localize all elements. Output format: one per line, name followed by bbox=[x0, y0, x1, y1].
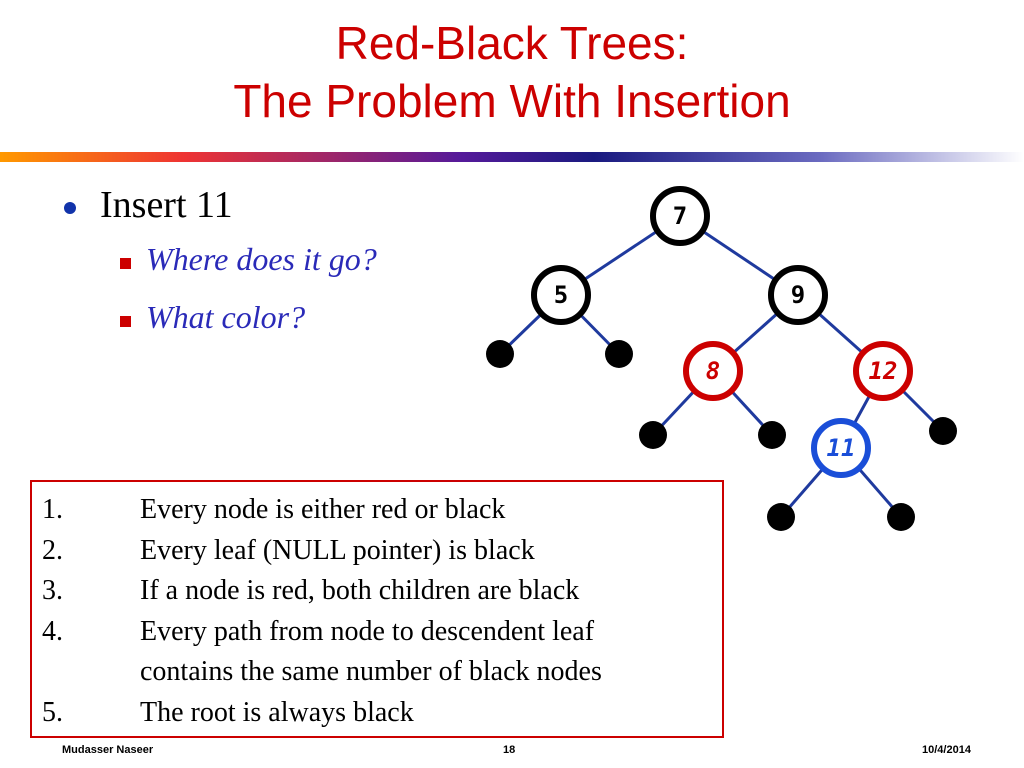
property-1-text: Every node is either red or black bbox=[140, 494, 506, 525]
property-4-continuation: contains the same number of black nodes bbox=[140, 656, 602, 687]
tree-node-12: 12 bbox=[853, 341, 913, 401]
title-line-2: The Problem With Insertion bbox=[233, 75, 791, 127]
tree-node-5: 5 bbox=[531, 265, 591, 325]
property-2-text: Every leaf (NULL pointer) is black bbox=[140, 534, 535, 566]
node-8-label: 8 bbox=[706, 357, 720, 385]
property-3-number: 3. bbox=[42, 575, 63, 606]
property-4-number: 4. bbox=[42, 615, 63, 647]
properties-box: 1. Every node is either red or black 2. … bbox=[30, 480, 724, 738]
node-12-label: 12 bbox=[869, 357, 898, 385]
sub-bullet-where-text: Where does it go? bbox=[146, 241, 377, 277]
node-7-label: 7 bbox=[673, 202, 687, 230]
footer-page-number: 18 bbox=[503, 744, 516, 756]
null-leaf bbox=[767, 503, 795, 531]
property-5: 5. The root is always black bbox=[32, 693, 722, 734]
bullet-insert: Insert 11 bbox=[58, 180, 377, 230]
sub-bullet-color: What color? bbox=[58, 288, 377, 346]
title-divider bbox=[0, 152, 1024, 162]
property-3: 3. If a node is red, both children are b… bbox=[32, 571, 722, 612]
sub-bullet-square-icon bbox=[120, 258, 131, 269]
tree-nodes: 7 5 9 8 12 11 bbox=[531, 186, 913, 478]
property-1-number: 1. bbox=[42, 494, 63, 525]
tree-node-7: 7 bbox=[650, 186, 710, 246]
tree-node-8: 8 bbox=[683, 341, 743, 401]
bullet-list: Insert 11 Where does it go? What color? bbox=[58, 180, 377, 346]
slide-title: Red-Black Trees: The Problem With Insert… bbox=[0, 14, 1024, 130]
node-9-label: 9 bbox=[791, 281, 805, 309]
null-leaf bbox=[758, 421, 786, 449]
node-5-circle bbox=[531, 265, 591, 325]
footer-author: Mudasser Naseer bbox=[62, 744, 154, 756]
property-1: 1. Every node is either red or black bbox=[32, 490, 722, 531]
null-leaf bbox=[605, 340, 633, 368]
node-11-label: 11 bbox=[827, 434, 856, 462]
sub-bullet-square-icon bbox=[120, 316, 131, 327]
tree-node-9: 9 bbox=[768, 265, 828, 325]
property-2-number: 2. bbox=[42, 534, 63, 566]
node-12-circle bbox=[853, 341, 913, 401]
null-leaf bbox=[639, 421, 667, 449]
null-leaves bbox=[486, 340, 957, 531]
footer-date: 10/4/2014 bbox=[922, 744, 971, 756]
tree-node-11: 11 bbox=[811, 418, 871, 478]
sub-bullet-color-text: What color? bbox=[146, 299, 306, 335]
null-leaf bbox=[929, 417, 957, 445]
property-4-text: Every path from node to descendent leaf bbox=[140, 615, 595, 647]
node-9-circle bbox=[768, 265, 828, 325]
property-3-text: If a node is red, both children are blac… bbox=[140, 575, 580, 606]
title-line-1: Red-Black Trees: bbox=[335, 17, 689, 69]
node-8-circle bbox=[683, 341, 743, 401]
bullet-dot-icon bbox=[64, 202, 76, 214]
node-5-label: 5 bbox=[554, 281, 568, 309]
null-leaf bbox=[887, 503, 915, 531]
property-4: 4. Every path from node to descendent le… bbox=[32, 612, 722, 693]
node-7-circle bbox=[650, 186, 710, 246]
property-5-number: 5. bbox=[42, 696, 63, 728]
bullet-insert-text: Insert 11 bbox=[100, 184, 233, 226]
null-leaf bbox=[486, 340, 514, 368]
sub-bullet-where: Where does it go? bbox=[58, 230, 377, 288]
property-2: 2. Every leaf (NULL pointer) is black bbox=[32, 531, 722, 572]
property-5-text: The root is always black bbox=[140, 696, 414, 728]
node-11-circle bbox=[811, 418, 871, 478]
